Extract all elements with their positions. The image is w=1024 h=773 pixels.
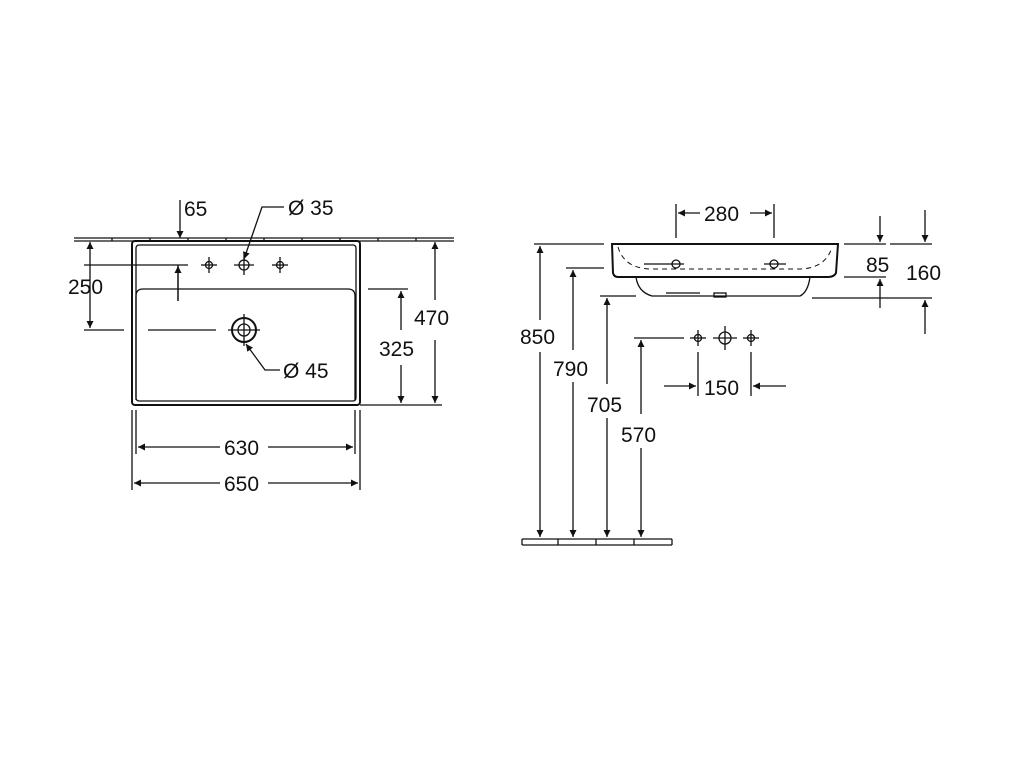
- dim-inner-width-label: 630: [224, 437, 259, 460]
- dim-rim-height-label: 85: [866, 254, 889, 277]
- dim-bowl-width: 280: [675, 203, 775, 238]
- side-hole-left: [644, 259, 684, 269]
- drain-stub: [713, 292, 727, 298]
- tap-hole-right: [272, 257, 288, 273]
- dim-tap-offset-label: 65: [184, 198, 207, 221]
- dim-total-depth-label: 470: [414, 307, 449, 330]
- dim-waste-label: Ø 45: [283, 360, 329, 383]
- basin-outline: [131, 240, 361, 406]
- dim-total-depth: 470: [360, 242, 449, 406]
- dim-tap-hole: Ø 35: [242, 197, 334, 260]
- tap-hole-front-center: [713, 326, 737, 350]
- dim-height-790-label: 790: [553, 358, 588, 381]
- dim-tap-offset: 65: [176, 198, 207, 238]
- dim-total-height: 160: [812, 210, 941, 334]
- dim-height-850: 850: [520, 243, 604, 537]
- dim-height-570-label: 570: [621, 424, 656, 447]
- dim-total-height-label: 160: [906, 262, 941, 285]
- dim-bowl-depth: 325: [368, 288, 414, 403]
- dim-outer-width-label: 650: [224, 473, 259, 496]
- dim-waste: Ø 45: [245, 343, 329, 383]
- dim-height-705: 705: [587, 295, 636, 537]
- dim-depth-tap-label: 250: [68, 276, 103, 299]
- bowl-hidden-line: [617, 246, 833, 270]
- dim-rim-height: 85: [844, 216, 889, 308]
- dim-tap-spacing-label: 150: [704, 377, 739, 400]
- dim-tap-spacing: 150: [664, 352, 786, 400]
- dim-inner-width: 630: [135, 410, 356, 460]
- dim-height-570: 570: [621, 337, 684, 537]
- side-hole-right: [764, 259, 786, 269]
- tap-hole-front-left: [690, 330, 706, 346]
- top-view: 65 Ø 35 250 470: [68, 197, 454, 496]
- tap-hole-left: [201, 257, 217, 273]
- dim-outer-width: 650: [131, 410, 361, 496]
- floor-strip: [521, 538, 673, 546]
- side-view: 280 85 160: [520, 203, 941, 546]
- dim-tap-hole-label: Ø 35: [288, 197, 334, 220]
- dim-height-705-label: 705: [587, 394, 622, 417]
- dim-bowl-width-label: 280: [704, 203, 739, 226]
- tap-hole-front-right: [743, 330, 759, 346]
- dim-bowl-depth-label: 325: [379, 338, 414, 361]
- basin-profile: [610, 243, 840, 278]
- dim-height-850-label: 850: [520, 326, 555, 349]
- dim-height-790: 790: [553, 267, 604, 537]
- dim-depth-tap: 250: [68, 242, 216, 331]
- waste-outlet: [228, 314, 260, 346]
- bowl-outline: [135, 288, 356, 400]
